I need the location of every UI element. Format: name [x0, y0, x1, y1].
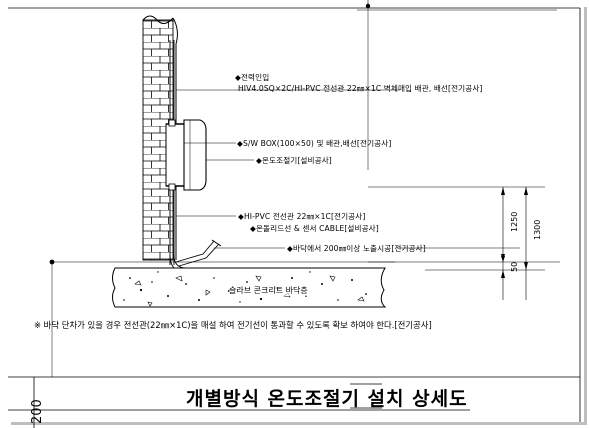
thermostat-label: ◆온도조절기[설비공사] — [256, 156, 332, 165]
slab-label: 슬라브 콘크리트 바닥층 — [229, 285, 308, 296]
title-underline — [350, 383, 382, 409]
drawing-sheet — [8, 4, 584, 422]
dimension-1300: 1300 — [533, 219, 542, 240]
thermostat — [183, 119, 207, 191]
dimension-50: 50 — [510, 261, 519, 272]
sw-box — [165, 119, 185, 191]
drawing-title: 개별방식 온도조절기 설치 상세도 — [186, 388, 468, 410]
cable-label: ◆온돌리드선 & 센서 CABLE[설비공사] — [250, 224, 379, 233]
dimension-1250: 1250 — [510, 211, 519, 232]
sensor-cable — [175, 239, 222, 267]
scale-label: 200 — [30, 399, 45, 424]
sheet-frame — [8, 0, 581, 428]
power-inlet-detail: HIV4.0SQ×2C/HI-PVC 전선관 22㎜×1C 벽체매입 배관, 배… — [238, 84, 483, 93]
floor-reference-marker — [49, 259, 55, 377]
conduit-label: ◆HI-PVC 전선관 22㎜×1C[전기공사] — [238, 212, 366, 221]
footnote: ※ 바닥 단차가 있을 경우 전선관(22㎜×1C)을 매설 하여 전기선이 통… — [34, 320, 432, 330]
floor-exposure-label: ◆바닥에서 200㎜이상 노출시공[전기공사] — [287, 244, 426, 253]
dimension-arrows — [501, 187, 528, 278]
power-inlet-heading: ◆전력인입 — [235, 73, 270, 82]
callout-leaders — [176, 89, 520, 249]
top-reference-marker — [357, 3, 557, 170]
sw-box-label: ◆S/W BOX(100×50) 및 배관,배선[전기공사] — [237, 139, 392, 148]
floor-slab — [52, 261, 395, 308]
